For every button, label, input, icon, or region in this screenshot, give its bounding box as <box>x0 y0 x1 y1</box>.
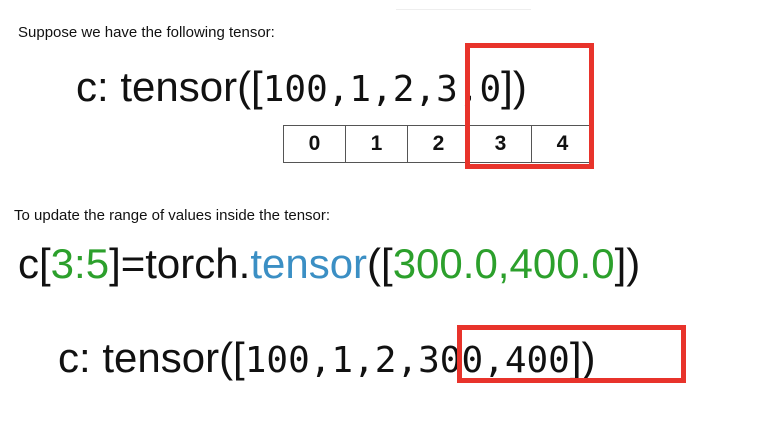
index-cell: 2 <box>407 125 470 163</box>
assignment-close: ]) <box>614 240 641 287</box>
index-cell: 0 <box>283 125 346 163</box>
assignment-var: c[ <box>18 240 51 287</box>
index-row: 0 1 2 3 4 <box>283 125 594 163</box>
highlight-box-updated <box>457 325 686 383</box>
tensor-after: c: tensor([100,1,2,300,400]) <box>58 330 596 389</box>
assignment-func: tensor <box>250 240 368 287</box>
assignment-args: 300.0,400.0 <box>392 240 615 287</box>
index-cell: 3 <box>469 125 532 163</box>
assignment-mid: ]=torch. <box>109 240 251 287</box>
intro-text: Suppose we have the following tensor: <box>18 24 275 41</box>
tensor-before: c: tensor([100,1,2,3,0]) <box>76 59 527 118</box>
tensor-after-values: 100,1,2,300,400 <box>244 340 570 381</box>
tensor-before-prefix: c: tensor([ <box>76 63 263 110</box>
index-table: 0 1 2 3 4 <box>283 125 594 163</box>
assignment-code: c[3:5]=torch.tensor([300.0,400.0]) <box>18 236 640 292</box>
index-cell: 1 <box>345 125 408 163</box>
tensor-after-suffix: ]) <box>569 334 596 381</box>
tensor-before-suffix: ]) <box>501 63 527 110</box>
index-cell: 4 <box>531 125 594 163</box>
highlight-box-index <box>465 43 594 169</box>
tensor-after-prefix: c: tensor([ <box>58 334 245 381</box>
assignment-slice: 3:5 <box>50 240 110 287</box>
top-divider <box>396 9 531 10</box>
tensor-before-values: 100,1,2,3,0 <box>262 69 502 110</box>
assignment-open: ([ <box>367 240 393 287</box>
update-text: To update the range of values inside the… <box>14 207 331 224</box>
